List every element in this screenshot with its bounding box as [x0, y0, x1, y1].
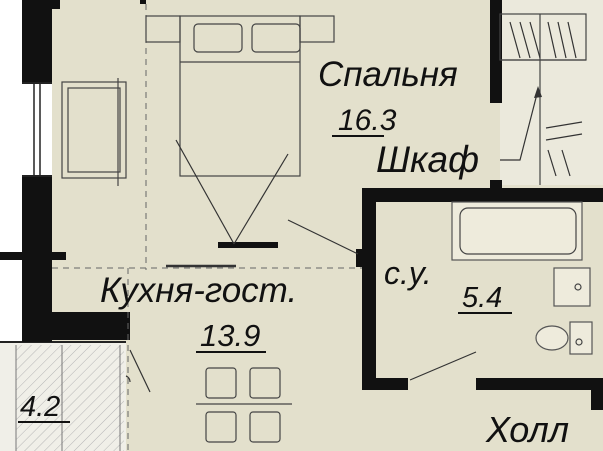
leader-arrowhead: [534, 86, 542, 98]
bedroom-name-label: Спальня: [318, 55, 458, 94]
nightstand-right: [299, 15, 335, 43]
wardrobe-floor: [500, 0, 603, 185]
nightstand-left: [145, 15, 181, 43]
washbasin: [553, 267, 591, 307]
wall-unit-lines: [175, 139, 289, 245]
balcony-door: [125, 349, 151, 393]
kitchen-area-label: 13.9: [200, 318, 260, 353]
kitchen-name-label: Кухня-гост.: [100, 271, 297, 310]
wardrobe-shelving: [499, 13, 587, 185]
balcony: [0, 341, 126, 451]
armchair: [61, 78, 127, 186]
bathroom-area-label: 5.4: [462, 282, 502, 314]
wardrobe-label: Шкаф: [376, 139, 479, 180]
bedroom-area-label: 16.3: [338, 104, 397, 137]
dining-table: [196, 367, 292, 443]
balcony-area-label: 4.2: [20, 391, 60, 423]
bathroom-name-label: с.у.: [384, 255, 432, 291]
wardrobe-leader-line: [500, 89, 539, 161]
bathtub: [451, 201, 583, 261]
toilet: [535, 321, 593, 355]
hall-label: Холл: [485, 409, 569, 450]
bathroom-door: [287, 219, 477, 381]
walls: [0, 0, 603, 410]
double-bed: [179, 15, 301, 177]
window: [22, 82, 52, 177]
